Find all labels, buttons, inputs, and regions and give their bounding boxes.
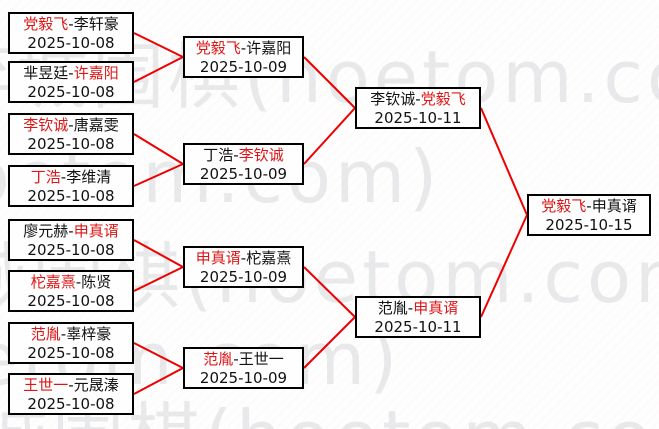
player-name: 芈昱廷 [23,64,69,82]
match-box-r1-2: 芈昱廷-许嘉阳 2025-10-08 [8,61,134,103]
match-box-r1-8: 王世一-元晟溱 2025-10-08 [8,373,134,415]
match-date: 2025-10-09 [199,165,288,183]
player-name: 党毅飞 [541,197,587,215]
name-separator: - [240,39,247,57]
match-players: 丁浩-李钦诚 [185,146,302,165]
player-name: 李钦诚 [370,90,416,108]
match-date: 2025-10-11 [374,109,462,127]
match-players: 芈昱廷-许嘉阳 [10,64,132,83]
player-name: 党毅飞 [195,39,241,57]
player-name: 唐嘉雯 [73,116,119,134]
match-players: 党毅飞-李轩豪 [10,15,132,34]
match-date: 2025-10-08 [27,395,115,413]
name-separator: - [68,64,74,82]
name-separator: - [68,15,74,33]
match-box-r1-3: 李钦诚-唐嘉雯 2025-10-08 [8,113,134,155]
match-date: 2025-10-08 [27,135,115,153]
match-date: 2025-10-08 [27,292,115,310]
match-players: 范胤-辜梓豪 [10,325,132,344]
match-box-r1-7: 范胤-辜梓豪 2025-10-08 [8,322,134,364]
player-name: 申真谞 [73,222,119,240]
name-separator: - [233,146,239,164]
name-separator: - [407,299,414,317]
match-box-final: 党毅飞-申真谞 2025-10-15 [527,194,651,236]
name-separator: - [415,90,421,108]
name-separator: - [68,376,74,394]
match-box-r2-3: 申真谞-柁嘉熹 2025-10-09 [183,246,304,288]
match-players: 李钦诚-党毅飞 [357,90,479,109]
name-separator: - [68,222,74,240]
player-name: 申真谞 [591,197,637,215]
match-players: 党毅飞-申真谞 [529,197,649,216]
match-players: 党毅飞-许嘉阳 [185,39,302,58]
match-box-semifinal-1: 李钦诚-党毅飞 2025-10-11 [355,87,481,129]
match-box-r2-2: 丁浩-李钦诚 2025-10-09 [183,143,304,185]
match-players: 李钦诚-唐嘉雯 [10,116,132,135]
match-date: 2025-10-08 [27,83,115,101]
player-name: 丁浩 [203,146,234,164]
match-date: 2025-10-08 [27,344,115,362]
match-players: 王世一-元晟溱 [10,376,132,395]
player-name: 李轩豪 [73,15,119,33]
match-box-r1-5: 廖元赫-申真谞 2025-10-08 [8,219,134,261]
match-date: 2025-10-08 [27,187,115,205]
match-box-r1-6: 柁嘉熹-陈贤 2025-10-08 [8,270,134,312]
player-name: 柁嘉熹 [246,249,292,267]
match-players: 申真谞-柁嘉熹 [185,249,302,268]
match-date: 2025-10-11 [374,318,462,336]
player-name: 许嘉阳 [73,64,119,82]
name-separator: - [68,116,74,134]
player-name: 申真谞 [413,299,459,317]
name-separator: - [60,325,67,343]
match-date: 2025-10-09 [199,369,288,387]
match-players: 廖元赫-申真谞 [10,222,132,241]
player-name: 党毅飞 [420,90,466,108]
player-name: 范胤 [203,350,234,368]
name-separator: - [586,197,592,215]
player-name: 辜梓豪 [66,325,112,343]
player-name: 柁嘉熹 [30,273,76,291]
name-separator: - [60,168,67,186]
match-box-semifinal-2: 范胤-申真谞 2025-10-11 [355,296,481,338]
name-separator: - [75,273,82,291]
match-players: 范胤-王世一 [185,350,302,369]
player-name: 李维清 [66,168,112,186]
match-players: 柁嘉熹-陈贤 [10,273,132,292]
match-box-r2-4: 范胤-王世一 2025-10-09 [183,347,304,389]
match-box-r1-1: 党毅飞-李轩豪 2025-10-08 [8,12,134,54]
match-box-r1-4: 丁浩-李维清 2025-10-08 [8,165,134,207]
player-name: 范胤 [377,299,408,317]
player-name: 党毅飞 [23,15,69,33]
player-name: 申真谞 [195,249,241,267]
match-players: 范胤-申真谞 [357,299,479,318]
player-name: 王世一 [238,350,284,368]
match-players: 丁浩-李维清 [10,168,132,187]
player-name: 王世一 [23,376,69,394]
name-separator: - [240,249,247,267]
match-date: 2025-10-08 [27,241,115,259]
match-box-r2-1: 党毅飞-许嘉阳 2025-10-09 [183,36,304,78]
player-name: 许嘉阳 [246,39,292,57]
player-name: 元晟溱 [73,376,119,394]
player-name: 李钦诚 [238,146,284,164]
name-separator: - [233,350,239,368]
match-date: 2025-10-15 [545,216,633,234]
player-name: 丁浩 [30,168,61,186]
player-name: 廖元赫 [23,222,69,240]
match-date: 2025-10-08 [27,34,115,52]
match-date: 2025-10-09 [199,268,288,286]
player-name: 陈贤 [81,273,112,291]
match-date: 2025-10-09 [199,58,288,76]
player-name: 李钦诚 [23,116,69,134]
player-name: 范胤 [30,325,61,343]
